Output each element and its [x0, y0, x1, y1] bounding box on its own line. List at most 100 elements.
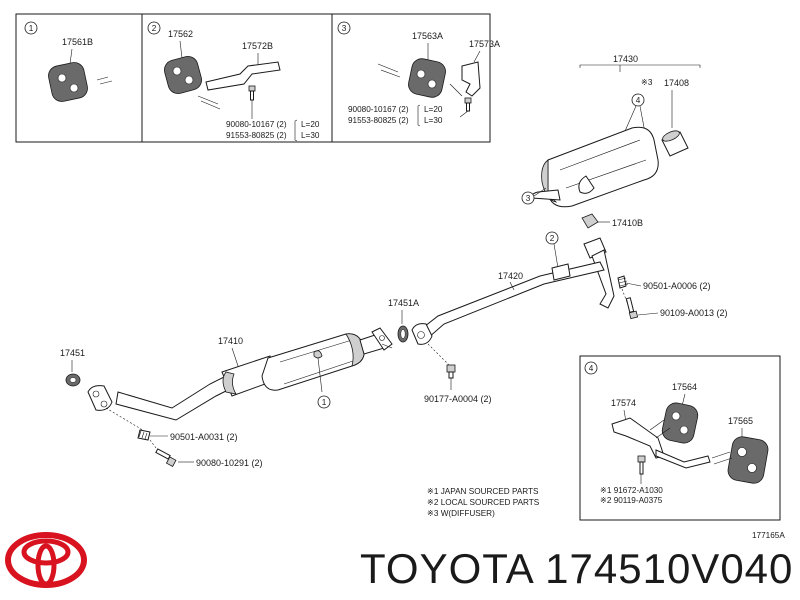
bolt-label: 90080-10167 (2): [226, 120, 287, 129]
callout-number: 2: [550, 234, 555, 243]
callout-badge: [317, 395, 331, 409]
hanger-rod-stub: [96, 76, 113, 85]
flange-hole: [100, 400, 108, 408]
spring-bolt-right: 90501-A0006 (2) 90109-A0013 (2): [617, 275, 728, 320]
catalytic-converter: [261, 333, 365, 391]
nut-stub: [448, 371, 454, 379]
pipe-section: [591, 249, 615, 309]
note-local: ※2 LOCAL SOURCED PARTS: [427, 498, 540, 507]
leader-line: [637, 312, 659, 316]
part-label-90109-a0013: 90109-A0013 (2): [660, 308, 728, 318]
spring-icon: [137, 429, 151, 441]
bolt-length: L=20: [301, 120, 320, 129]
leader-line: [69, 48, 73, 65]
leader-line: [473, 50, 481, 63]
bolt-icon: [625, 297, 639, 320]
part-label-90177-a0004: 90177-A0004 (2): [424, 394, 492, 404]
pipe-section: [419, 261, 605, 339]
inset-number-badge: [337, 21, 351, 35]
hanger-rod-stub: [711, 451, 733, 465]
leader-line: [179, 40, 183, 59]
diagram-code: 177165A: [752, 531, 785, 540]
spring-coils: [138, 430, 148, 440]
part-label-17451a: 17451A: [388, 298, 419, 308]
leader-line: [427, 343, 451, 367]
part-label-17420: 17420: [498, 271, 523, 281]
bolt-label: ※2 90119-A0375: [600, 496, 663, 505]
bolt-icon: [637, 455, 646, 475]
bolt-label: 91553-80825 (2): [348, 116, 409, 125]
bracket-mark: [579, 64, 701, 68]
inset-number-badge: [147, 21, 161, 35]
leader-line: [105, 407, 147, 433]
part-label-17408: 17408: [664, 78, 689, 88]
hanger-rod-stub: [197, 95, 221, 110]
gasket-hole: [400, 329, 406, 339]
part-label-17563a: 17563A: [412, 31, 443, 41]
inset-number: 3: [342, 24, 347, 33]
part-label-90080-10291: 90080-10291 (2): [196, 458, 263, 468]
front-pipe-17410: 17410 1: [87, 327, 393, 421]
pipe-flange: [87, 385, 113, 411]
diffuser-mark: ※3: [641, 78, 653, 87]
flange-hole: [417, 331, 425, 339]
bolt-label: 91553-80825 (2): [226, 131, 287, 140]
leader-line: [553, 243, 559, 269]
hanger-bracket: [551, 263, 571, 281]
leader-line: [533, 187, 547, 197]
rubber-hanger-17561b: [48, 62, 88, 102]
inset-number-badge: [24, 21, 38, 35]
inset-number: 2: [152, 24, 157, 33]
nut-90177: 90177-A0004 (2): [424, 343, 492, 404]
hanger-rod-stub: [649, 419, 671, 439]
hanger-bracket-17574: [611, 417, 665, 459]
part-label-17573a: 17573A: [469, 39, 500, 49]
spring-bolt-left: 90501-A0031 (2) 90080-10291 (2): [105, 407, 263, 468]
inset-1: 1 17561B: [24, 21, 113, 102]
inset-3: 3 17563A 17573A 90080-10167 (2) 91553-80…: [337, 21, 500, 127]
hanger-bracket-17572b: [205, 61, 281, 91]
leader-line: [459, 110, 469, 118]
part-label-17561b: 17561B: [62, 37, 93, 47]
sensor-boss: [313, 350, 323, 359]
bolt-length: L=30: [301, 131, 320, 140]
gasket-17451: 17451: [60, 348, 85, 387]
part-label-17565: 17565: [728, 416, 753, 426]
bolt-label: ※1 91672-A1030: [600, 486, 663, 495]
bolt-icon: [155, 448, 177, 467]
pipe-section: [115, 375, 233, 421]
hanger-rod-stub: [377, 63, 401, 78]
bracket-mark: [294, 119, 298, 142]
bolt-label: 90080-10167 (2): [348, 105, 409, 114]
part-label-17562: 17562: [168, 29, 193, 39]
callout-number: 4: [636, 96, 641, 105]
hanger-rod-stub: [449, 83, 463, 97]
leader-line: [625, 282, 642, 287]
bolt-length: L=20: [424, 105, 443, 114]
inset-4: 4 17564 17574 17565 ※1 91672-A1030 ※2 90…: [579, 355, 781, 521]
diffuser-tube: [661, 130, 689, 157]
part-label-17430: 17430: [613, 54, 638, 64]
flange-hole: [92, 390, 100, 398]
bracket-mark: [417, 104, 421, 127]
gasket-17451a: 17451A: [388, 298, 419, 343]
callout-badge: [545, 231, 559, 245]
muffler-assembly: 17430 ※3 17408 4 3 17410B: [521, 54, 701, 229]
callout-badge: [521, 191, 535, 205]
gasket-hole: [69, 377, 77, 383]
leader-line: [317, 357, 323, 393]
part-label-17564: 17564: [672, 382, 697, 392]
rubber-hanger-17565: [727, 436, 769, 484]
callout-number: 1: [322, 398, 327, 407]
pipe-shading: [222, 371, 237, 395]
part-label-17410b: 17410B: [612, 218, 643, 228]
gasket-17410b: [581, 213, 599, 229]
part-label-90501-a0006: 90501-A0006 (2): [643, 281, 711, 291]
part-label-17572b: 17572B: [242, 41, 273, 51]
spring-coils: [617, 277, 629, 287]
note-diffuser: ※3 W(DIFFUSER): [427, 509, 495, 518]
rubber-hanger-17562: [164, 56, 202, 94]
note-japan: ※1 JAPAN SOURCED PARTS: [427, 487, 539, 496]
part-number: 174510V040: [545, 545, 794, 592]
